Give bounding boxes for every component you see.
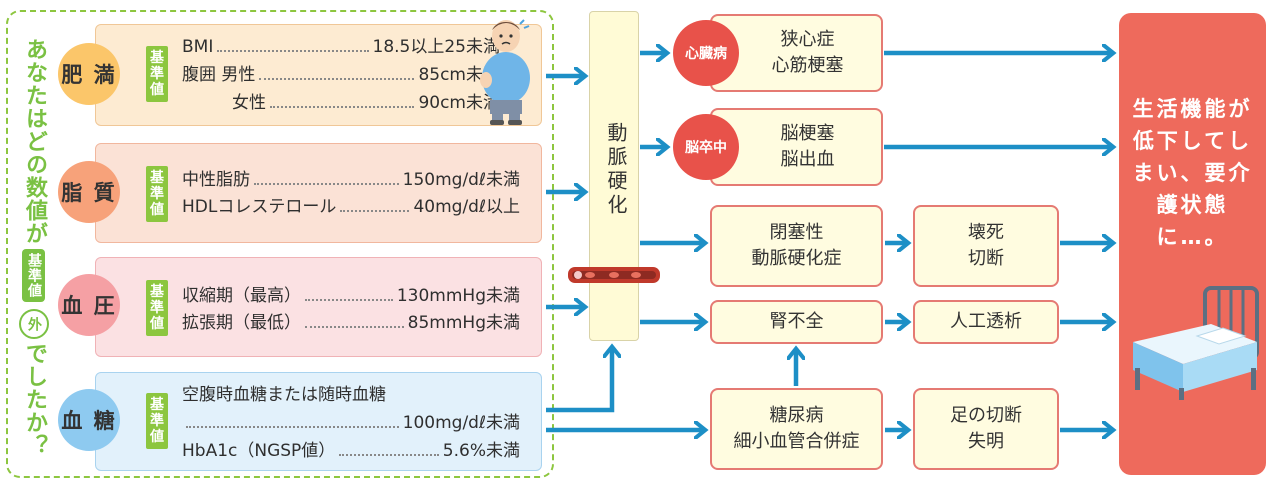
category-glucose-circle: 血 糖	[58, 389, 120, 451]
overweight-person-icon	[480, 19, 530, 125]
question-text: あなたはどの数値が基準値外でしたか？	[17, 38, 51, 457]
question-prefix: あなたはどの数値が	[22, 38, 47, 245]
outcome-panel	[1119, 13, 1266, 475]
bp-diastolic-line: 拡張期（最低）85mmHg未満	[182, 310, 520, 336]
category-bp-panel	[95, 257, 542, 357]
question-badge: 基準値	[22, 249, 45, 302]
category-bp-circle: 血 圧	[58, 274, 120, 336]
category-obesity-circle: 肥 満	[58, 43, 120, 105]
heart-disease-tag: 心臓病	[673, 20, 739, 86]
diabetes-complication-box: 糖尿病細小血管合併症	[710, 388, 883, 470]
pad-box: 閉塞性動脈硬化症	[710, 205, 883, 287]
bp-systolic-line: 収縮期（最高）130mmHg未満	[182, 283, 520, 309]
necrosis-box: 壊死切断	[913, 205, 1059, 287]
outcome-text: 生活機能が低下してしまい、要介護状態に…。	[1132, 97, 1253, 249]
question-suffix: でしたか？	[22, 342, 47, 457]
category-lipid-panel	[95, 143, 542, 243]
heart-disease-box: 狭心症心筋梗塞	[710, 14, 883, 92]
category-glucose-panel	[95, 372, 542, 471]
care-bed-icon	[1133, 286, 1259, 400]
glucose-standard-badge: 基準値	[146, 393, 168, 449]
bp-standard-badge: 基準値	[146, 280, 168, 336]
glucose-hba1c-line: HbA1c（NGSP値）5.6%未満	[182, 438, 520, 464]
arteriosclerosis-box	[589, 11, 639, 341]
risk-factor-group	[6, 10, 554, 478]
lipid-standard-badge: 基準値	[146, 166, 168, 222]
glucose-value-line: 100mg/dℓ未満	[182, 410, 520, 436]
kidney-failure-box: 腎不全	[710, 300, 883, 344]
category-obesity-panel	[95, 24, 542, 126]
category-lipid-circle: 脂 質	[58, 161, 120, 223]
question-circle: 外	[19, 309, 49, 339]
arteriosclerosis-label: 動脈硬化	[604, 122, 628, 218]
foot-blindness-box: 足の切断失明	[913, 388, 1059, 470]
dialysis-box: 人工透析	[913, 300, 1059, 344]
glucose-fasting-line: 空腹時血糖または随時血糖	[182, 385, 386, 405]
stroke-tag: 脳卒中	[673, 114, 739, 180]
artery-vessel-icon	[568, 267, 660, 283]
obesity-standard-badge: 基準値	[146, 46, 168, 102]
arrow-glucose-up	[546, 348, 612, 413]
